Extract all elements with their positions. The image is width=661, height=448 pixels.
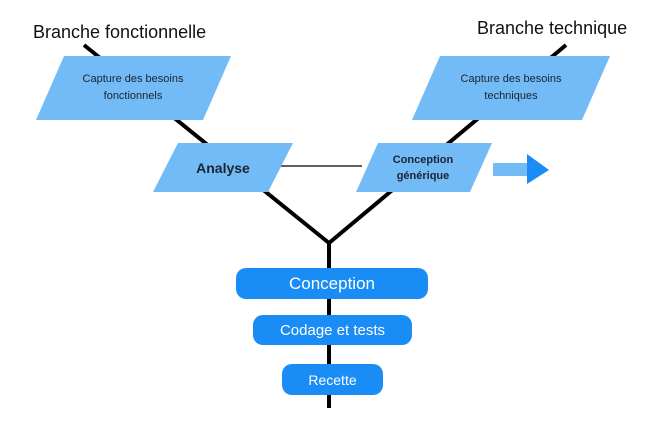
capture-fonctionnels-shape — [36, 56, 231, 120]
conception-generique-line2: générique — [396, 170, 450, 182]
conception-generique-label: Conception générique — [372, 148, 474, 188]
capture-fonctionnels-line1: Capture des besoins — [82, 72, 184, 85]
analyse-label: Analyse — [196, 160, 250, 177]
conception-phase: Conception — [236, 268, 428, 299]
capture-techniques-line1: Capture des besoins — [460, 72, 562, 85]
right-branch-title: Branche technique — [477, 18, 628, 38]
right-arrow-icon — [493, 154, 549, 184]
capture-techniques-shape — [412, 56, 610, 120]
recette-phase: Recette — [282, 364, 383, 395]
conception-generique-line1: Conception — [392, 153, 454, 166]
codage-tests-phase: Codage et tests — [253, 315, 412, 345]
capture-techniques-label: Capture des besoins techniques — [438, 68, 584, 108]
capture-fonctionnels-label: Capture des besoins fonctionnels — [62, 68, 204, 108]
capture-fonctionnels-line2: fonctionnels — [103, 90, 163, 102]
analyse-shape — [153, 143, 293, 192]
left-branch-title: Branche fonctionnelle — [33, 22, 207, 42]
capture-techniques-line2: techniques — [484, 90, 538, 102]
conception-generique-shape — [356, 143, 492, 192]
